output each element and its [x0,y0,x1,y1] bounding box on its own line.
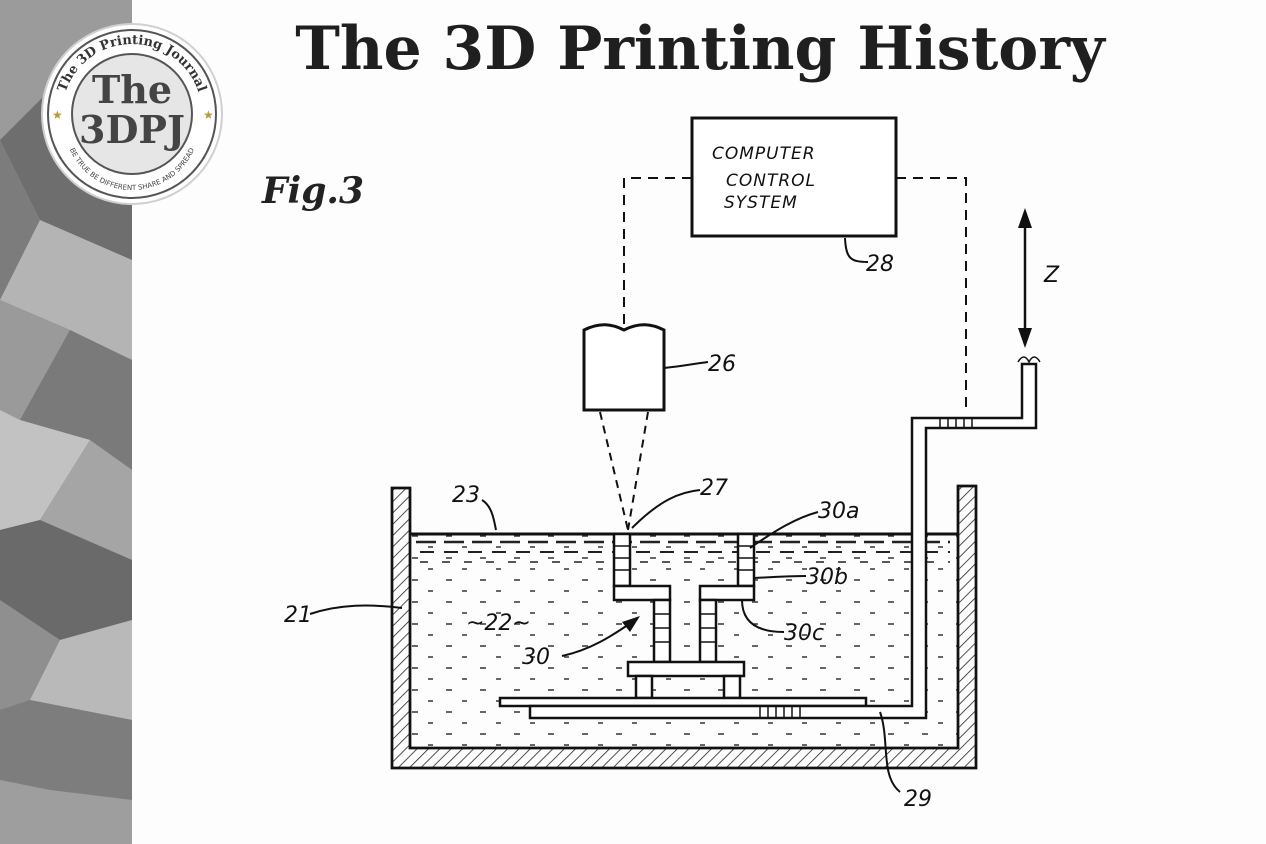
label-30c: 30c [784,621,824,646]
laser-beam [600,412,648,530]
z-axis-arrow: Z [1018,208,1060,348]
laser-head: 26 [584,325,736,410]
label-27: 27 [700,476,728,501]
label-29: 29 [904,787,932,812]
box-line-1: COMPUTER [712,144,816,164]
label-30: 30 [522,645,550,670]
label-21: 21 [284,603,312,628]
label-z: Z [1043,263,1060,288]
label-30b: 30b [806,565,848,590]
label-30a: 30a [818,499,859,524]
computer-control-box: COMPUTER CONTROL SYSTEM [692,118,896,236]
label-23: 23 [452,483,480,508]
label-22: ~22~ [466,611,531,636]
box-line-3: SYSTEM [724,193,798,213]
label-28: 28 [866,252,894,277]
box-line-2: CONTROL [726,171,816,191]
label-26: 26 [708,352,736,377]
